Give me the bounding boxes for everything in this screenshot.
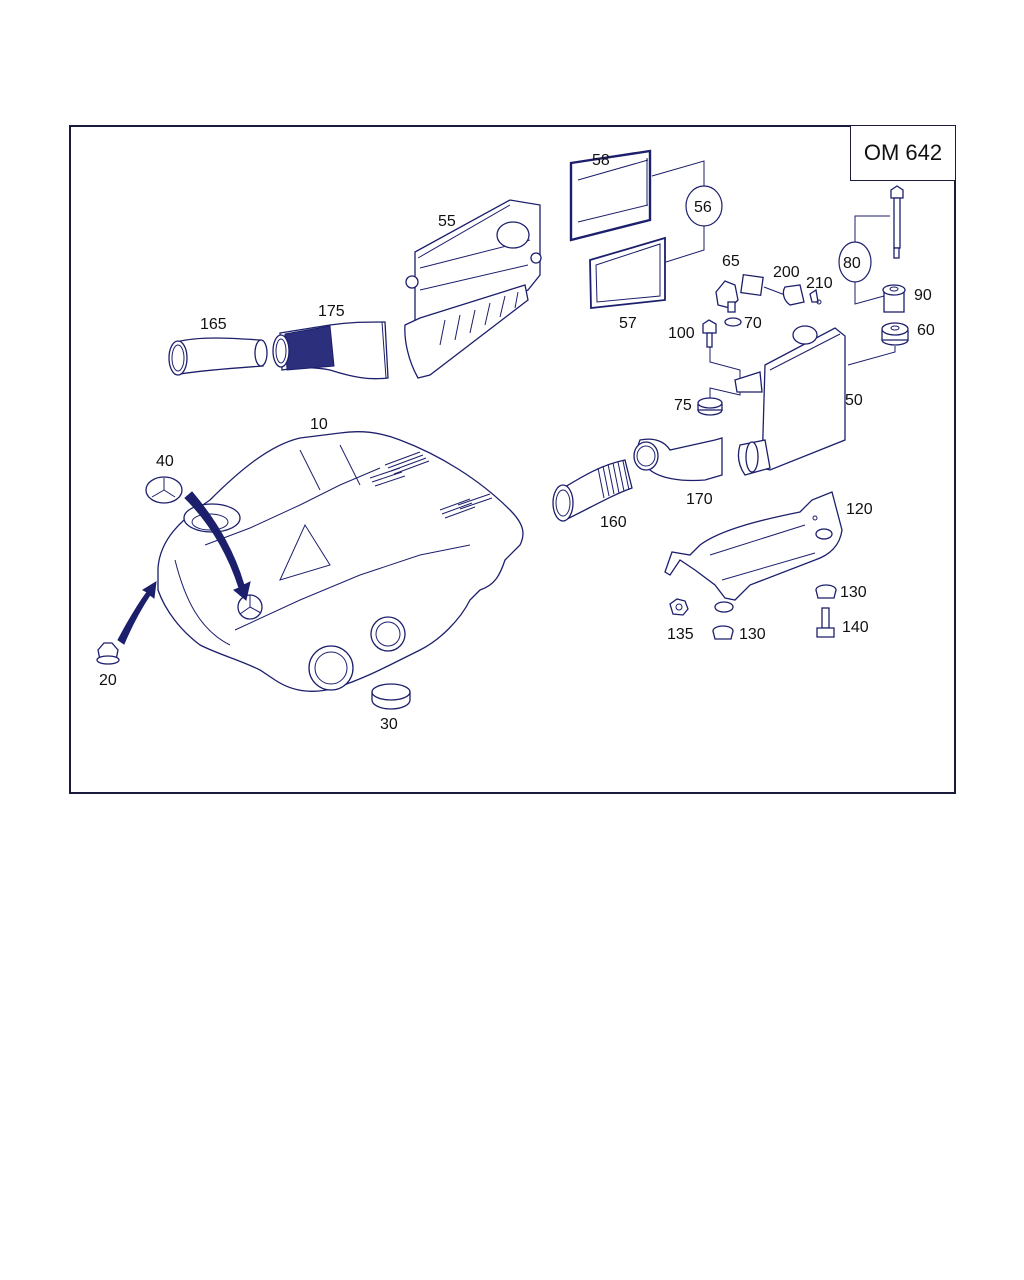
callout-75: 75 <box>674 397 692 414</box>
part-57-filter-element[interactable] <box>589 236 666 310</box>
callout-80: 80 <box>843 255 861 272</box>
part-170-air-duct[interactable] <box>633 437 723 482</box>
part-200-connector[interactable] <box>763 284 805 306</box>
leader-80 <box>854 215 890 305</box>
part-75-grommet[interactable] <box>697 383 741 416</box>
callout-50: 50 <box>845 392 863 409</box>
callout-90: 90 <box>914 287 932 304</box>
arrow-20-to-cover-icon <box>117 581 157 645</box>
part-130-grommet-upper[interactable] <box>815 584 837 599</box>
callout-20: 20 <box>99 672 117 689</box>
callout-210: 210 <box>806 275 833 292</box>
part-40-star-emblem[interactable] <box>145 476 183 504</box>
callout-40: 40 <box>156 453 174 470</box>
part-120-bracket[interactable] <box>664 491 843 613</box>
engine-code-label: OM 642 <box>863 140 943 165</box>
callout-175: 175 <box>318 303 345 320</box>
engine-code-box: OM 642 <box>850 125 956 181</box>
callout-10: 10 <box>310 416 328 433</box>
arrow-40-to-cover-icon <box>184 491 251 601</box>
callout-135: 135 <box>667 626 694 643</box>
callout-56: 56 <box>694 199 712 216</box>
part-140-bolt[interactable] <box>816 607 835 638</box>
part-100-bolt[interactable] <box>702 319 741 378</box>
callout-200: 200 <box>773 264 800 281</box>
part-50-air-duct-housing[interactable] <box>734 325 846 476</box>
leader-56 <box>651 160 705 263</box>
group-ring-80 <box>838 241 872 283</box>
callout-130-lower: 130 <box>739 626 766 643</box>
callout-140: 140 <box>842 619 869 636</box>
part-55-air-filter-housing[interactable] <box>404 199 542 379</box>
part-80-bolt[interactable] <box>890 185 904 259</box>
part-175-intake-duct[interactable] <box>272 321 389 380</box>
callout-160: 160 <box>600 514 627 531</box>
part-165-intake-hose[interactable] <box>168 337 268 376</box>
part-65-sensor[interactable] <box>715 273 764 313</box>
callout-58: 58 <box>592 152 610 169</box>
part-30-cap[interactable] <box>371 683 411 710</box>
part-160-bellows-hose[interactable] <box>552 459 633 522</box>
callout-170: 170 <box>686 491 713 508</box>
part-90-sleeve[interactable] <box>882 284 906 313</box>
part-58-filter-element[interactable] <box>569 149 652 242</box>
part-70-o-ring[interactable] <box>724 317 742 327</box>
part-20-nut[interactable] <box>96 642 120 665</box>
part-210-seal[interactable] <box>809 288 822 305</box>
group-ring-56 <box>685 185 723 227</box>
callout-60: 60 <box>917 322 935 339</box>
callout-57: 57 <box>619 315 637 332</box>
callout-55: 55 <box>438 213 456 230</box>
callout-130-upper: 130 <box>840 584 867 601</box>
callout-65: 65 <box>722 253 740 270</box>
callout-100: 100 <box>668 325 695 342</box>
callout-70: 70 <box>744 315 762 332</box>
part-60-rubber-mount[interactable] <box>847 322 909 366</box>
callout-30: 30 <box>380 716 398 733</box>
callout-120: 120 <box>846 501 873 518</box>
part-130-grommet-lower[interactable] <box>712 625 734 640</box>
callout-165: 165 <box>200 316 227 333</box>
part-10-engine-cover[interactable] <box>157 431 524 692</box>
part-135-nut[interactable] <box>669 598 689 616</box>
